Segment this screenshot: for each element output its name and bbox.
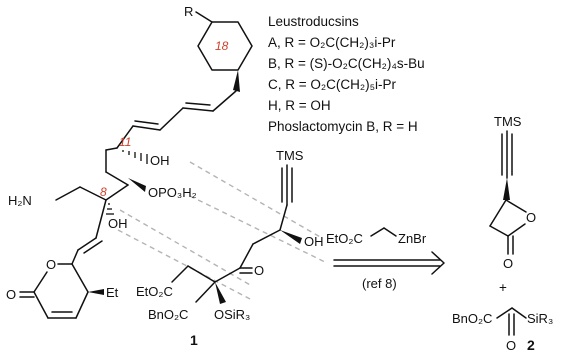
lactone-carbonyl-label: O: [503, 256, 513, 271]
disconnection-lines: [117, 161, 326, 301]
hashed-bond: [106, 203, 114, 215]
bond: [95, 199, 107, 239]
bond: [132, 125, 161, 131]
bond: [105, 147, 118, 151]
bond: [195, 281, 216, 303]
bond: [383, 227, 397, 237]
hydroxyl-label: OH: [150, 153, 170, 168]
bond: [33, 271, 48, 293]
wedge-bond: [233, 70, 240, 92]
bond: [182, 107, 214, 112]
reagent-block: EtO₂C ZnBr (ref 8): [326, 227, 445, 291]
beta-lactone-structure: TMS O O: [489, 114, 536, 271]
lactone-ring-oxygen-label: O: [526, 210, 536, 225]
wedge-bond: [128, 178, 146, 192]
compound-number-2: 2: [527, 337, 535, 353]
leustroducsin-structure: R 18 11 OH OPO₃H₂ 8 H₂N: [6, 4, 253, 319]
amine-label: H₂N: [8, 193, 32, 208]
legend-entry-phoslactomycin: Phoslactomycin B, R = H: [268, 119, 418, 134]
bond: [370, 227, 385, 237]
legend-entry-h: H, R = OH: [268, 98, 331, 113]
bond: [214, 267, 241, 283]
bond: [489, 199, 507, 227]
bond: [79, 186, 107, 201]
bond: [71, 263, 89, 293]
ethyl-label: Et: [106, 285, 119, 300]
benzyl-ester-label: BnO₂C: [148, 307, 188, 322]
legend-entry-b: B, R = (S)-O₂C(CH₂)₄s-Bu: [268, 56, 425, 71]
compound-1-structure: TMS OH O EtO₂C BnO₂C OSiR₃ 1: [136, 148, 324, 348]
atom-number-18: 18: [215, 39, 229, 53]
r-group-label: R: [184, 4, 193, 19]
tms-label: TMS: [276, 148, 304, 163]
double-bond: [185, 102, 211, 106]
bond: [159, 107, 184, 131]
bond: [171, 265, 189, 283]
bond: [187, 265, 216, 283]
bond: [511, 307, 527, 319]
wedge-bond: [280, 230, 302, 244]
bond: [195, 11, 213, 23]
bond: [105, 184, 129, 201]
hashed-bond: [122, 150, 148, 164]
bond: [116, 125, 134, 149]
bond: [496, 307, 513, 319]
hydroxyl-label: OH: [304, 234, 324, 249]
carbonyl-oxygen-label: O: [6, 287, 16, 302]
bond: [33, 291, 49, 319]
ethyl-ester-label: EtO₂C: [136, 284, 173, 299]
silyl-label: SiR₃: [527, 311, 553, 326]
bond: [507, 223, 526, 237]
ring-oxygen-label: O: [46, 257, 56, 272]
double-bond: [134, 120, 159, 125]
benzyl-ester-label: BnO₂C: [452, 311, 492, 326]
bond: [489, 225, 509, 237]
bond: [505, 199, 527, 213]
reagent-ester-label: EtO₂C: [326, 231, 363, 246]
tms-label: TMS: [494, 114, 522, 129]
leustroducsin-legend: Leustroducsins A, R = O₂C(CH₂)₃i-Pr B, R…: [268, 14, 425, 134]
compound-2-structure: BnO₂C SiR₃ O 2: [452, 307, 553, 353]
acyl-oxygen-label: O: [506, 338, 516, 353]
plus-sign: +: [499, 280, 507, 295]
bond: [71, 249, 79, 265]
double-bond: [83, 240, 103, 254]
bond: [77, 237, 97, 251]
disconnection-line: [189, 195, 326, 263]
wedge-bond: [503, 178, 510, 200]
atom-number-8: 8: [100, 185, 107, 199]
reference-label: (ref 8): [362, 276, 397, 291]
wedge-bond: [215, 282, 226, 304]
bond: [105, 171, 129, 186]
bond: [239, 243, 254, 269]
wedge-bond: [88, 289, 104, 295]
bond: [252, 229, 281, 245]
hydroxyl-label: OH: [108, 216, 128, 231]
legend-entry-c: C, R = O₂C(CH₂)₅i-Pr: [268, 77, 397, 92]
bond: [279, 204, 288, 231]
bond: [75, 291, 89, 319]
phosphate-label: OPO₃H₂: [148, 185, 197, 200]
silyl-ether-label: OSiR₃: [214, 307, 250, 322]
reagent-zinc-label: ZnBr: [398, 231, 427, 246]
bond: [55, 186, 81, 201]
retrosynthetic-arrow: [333, 251, 445, 275]
compound-number-1: 1: [190, 332, 198, 348]
atom-number-11: 11: [119, 135, 131, 149]
bond: [212, 90, 237, 112]
disconnection-line: [189, 161, 323, 239]
disconnection-line: [117, 229, 253, 301]
disconnection-line: [119, 209, 253, 287]
legend-entry-a: A, R = O₂C(CH₂)₃i-Pr: [268, 35, 396, 50]
legend-title: Leustroducsins: [268, 14, 359, 29]
ketone-oxygen-label: O: [254, 263, 264, 278]
